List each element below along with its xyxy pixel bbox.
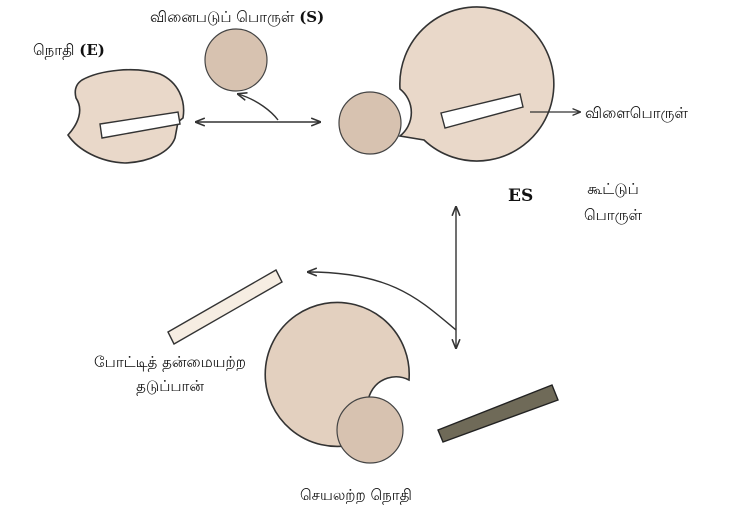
inactive-enzyme xyxy=(265,302,558,463)
enzyme-label: நொதி (E) xyxy=(33,41,105,59)
inhibitor-label-line2: தடுப்பான் xyxy=(50,377,290,395)
inactive-substrate xyxy=(337,397,403,463)
inhibitor-label-line1: போட்டித் தன்மையற்ற xyxy=(50,353,290,371)
substrate-symbol: (S) xyxy=(299,8,324,26)
es-symbol-label: ES xyxy=(508,186,533,206)
free-substrate xyxy=(205,29,267,91)
arrow-substrate-binding xyxy=(238,94,278,120)
es-complex-label-line1: கூட்டுப் xyxy=(568,180,658,198)
inhibitor-label: போட்டித் தன்மையற்ற தடுப்பான் xyxy=(50,353,290,395)
enzyme-symbol: (E) xyxy=(79,41,105,59)
bound-substrate xyxy=(339,92,401,154)
free-inhibitor xyxy=(168,270,282,344)
es-complex-label-line2: பொருள் xyxy=(568,206,658,224)
inactive-enzyme-label: செயலற்ற நொதி xyxy=(300,486,412,504)
es-complex-label: கூட்டுப் பொருள் xyxy=(568,180,658,224)
free-enzyme xyxy=(68,70,184,163)
es-complex xyxy=(339,7,554,161)
product-label: விளைபொருள் xyxy=(585,104,688,122)
substrate-label: வினைபடுப் பொருள் (S) xyxy=(150,8,324,26)
